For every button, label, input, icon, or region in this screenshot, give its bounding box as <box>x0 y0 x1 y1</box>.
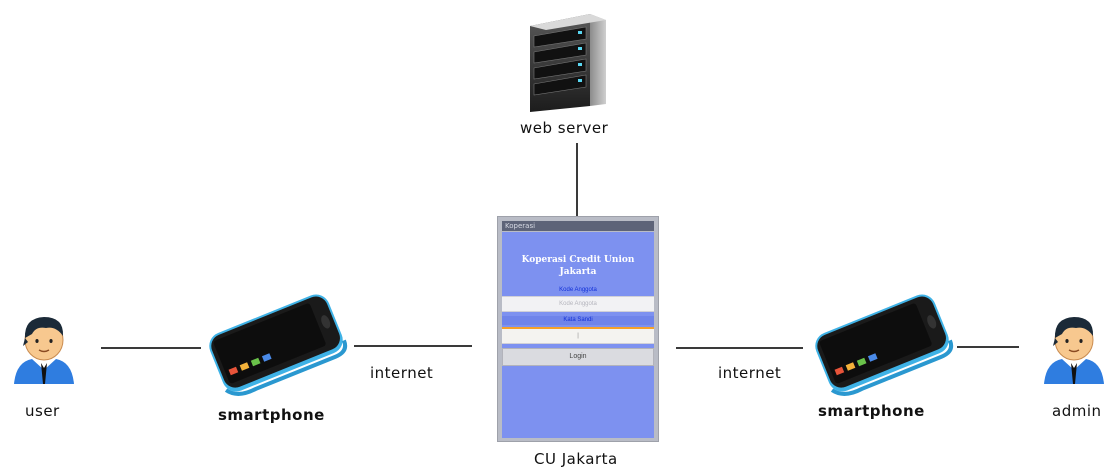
user-person-icon <box>14 317 74 384</box>
member-id-input[interactable]: Kode Anggota <box>502 296 654 312</box>
password-input[interactable]: | <box>502 327 654 344</box>
cu-jakarta-app-screen: Koperasi Koperasi Credit Union Jakarta K… <box>497 216 659 442</box>
app-titlebar: Koperasi <box>502 221 654 231</box>
internet-right-label: internet <box>718 364 782 382</box>
app-heading: Koperasi Credit Union Jakarta <box>521 255 635 277</box>
line-user-to-phone <box>101 347 201 349</box>
line-app-to-phone-right <box>676 347 803 349</box>
internet-left-label: internet <box>370 364 434 382</box>
smartphone-left-icon <box>209 294 348 396</box>
smartphone-right-label: smartphone <box>818 402 925 420</box>
user-label: user <box>25 402 60 420</box>
line-server-to-app <box>576 143 578 217</box>
admin-person-icon <box>1044 317 1104 384</box>
smartphone-right-icon <box>815 294 954 396</box>
server-icon <box>530 14 606 112</box>
smartphone-left-label: smartphone <box>218 406 325 424</box>
member-id-label: Kode Anggota <box>559 287 597 293</box>
line-phone-to-admin <box>957 346 1019 348</box>
login-button[interactable]: Login <box>502 348 654 366</box>
web-server-label: web server <box>520 119 609 137</box>
admin-label: admin <box>1052 402 1102 420</box>
line-phone-to-app-left <box>354 345 472 347</box>
cu-jakarta-label: CU Jakarta <box>534 450 618 468</box>
app-login-form: Koperasi Credit Union Jakarta Kode Anggo… <box>502 232 654 438</box>
password-label: Kata Sandi <box>502 316 654 325</box>
